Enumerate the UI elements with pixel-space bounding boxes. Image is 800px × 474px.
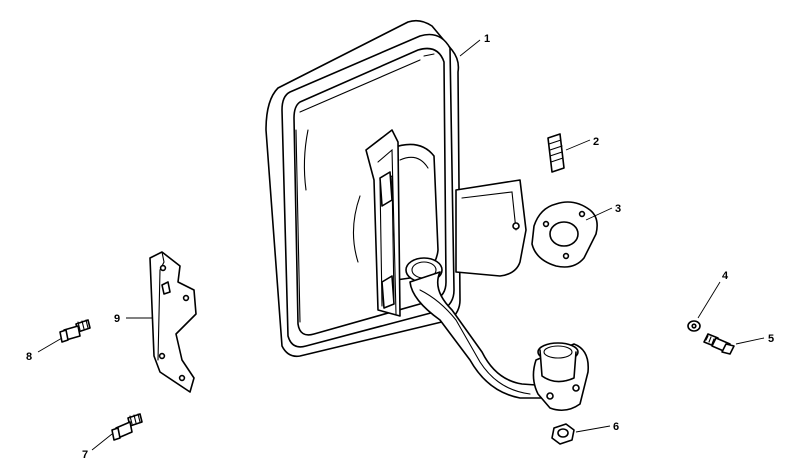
gasket	[531, 201, 598, 268]
mounting-bracket	[149, 251, 197, 393]
callout-3: 3	[615, 203, 621, 215]
bolt-left	[59, 319, 91, 343]
callout-4: 4	[722, 270, 729, 282]
callout-5: 5	[768, 333, 774, 345]
washer	[687, 320, 701, 332]
stud	[547, 133, 565, 173]
nut	[551, 423, 575, 445]
callout-6: 6	[613, 421, 619, 433]
callout-1: 1	[484, 33, 490, 45]
callout-8: 8	[26, 351, 32, 363]
callout-2: 2	[593, 136, 599, 148]
muffler-assembly	[265, 19, 590, 412]
bolt-right	[703, 333, 735, 355]
callout-9: 9	[114, 313, 120, 325]
leader-lines	[37, 39, 765, 451]
callout-7: 7	[82, 449, 88, 461]
bolt-bottom-left	[111, 413, 143, 441]
